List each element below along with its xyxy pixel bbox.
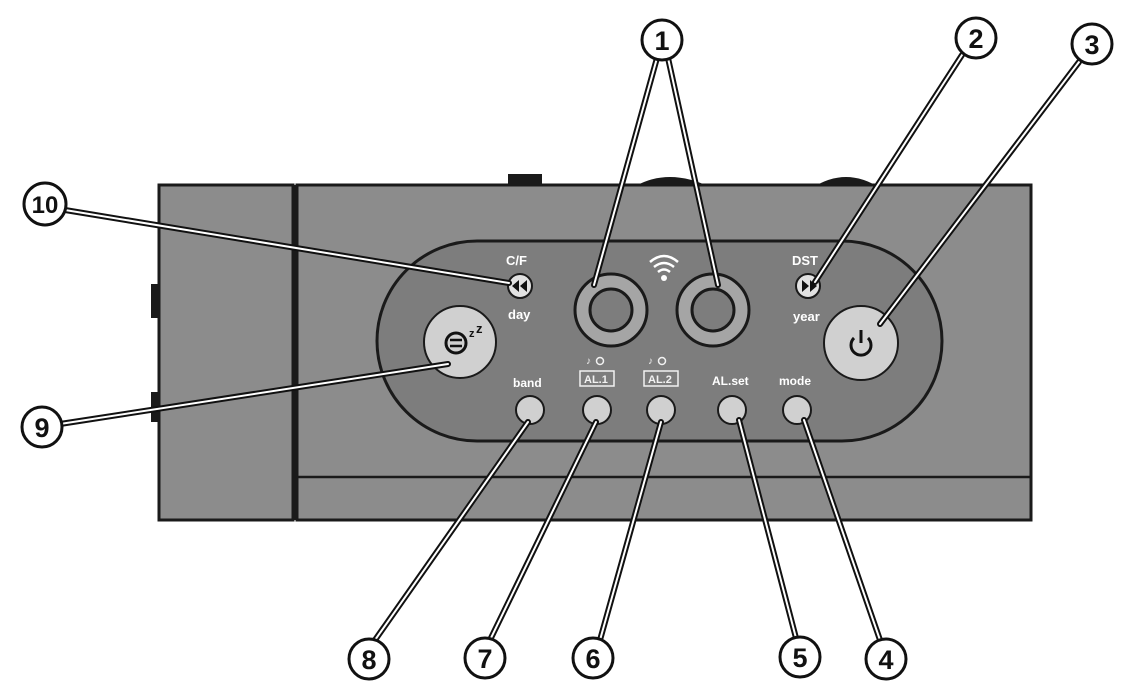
callout-6: 6 <box>571 636 615 680</box>
callout-9: 9 <box>20 405 64 449</box>
cf-label: C/F <box>506 253 527 268</box>
callout-10-number: 10 <box>32 192 59 219</box>
callout-8-number: 8 <box>361 645 376 675</box>
callout-4-number: 4 <box>878 645 893 675</box>
callout-3-number: 3 <box>1084 30 1099 60</box>
callout-5: 5 <box>778 635 822 679</box>
day-label: day <box>508 307 531 322</box>
callout-2: 2 <box>954 16 998 60</box>
svg-text:♪: ♪ <box>648 356 653 367</box>
callout-1: 1 <box>640 18 684 62</box>
callout-7-number: 7 <box>477 644 492 674</box>
svg-text:z: z <box>476 321 483 336</box>
callout-5-number: 5 <box>792 643 807 673</box>
callout-2-number: 2 <box>968 24 983 54</box>
callout-9-number: 9 <box>34 413 49 443</box>
wireless-icon <box>649 254 679 274</box>
callout-7: 7 <box>463 636 507 680</box>
callout-1-number: 1 <box>654 26 669 56</box>
alarm-1-icons: ♪ <box>586 356 605 367</box>
alarm-set-button[interactable] <box>717 395 747 425</box>
rewind-icon <box>512 280 527 292</box>
band-label: band <box>513 376 542 390</box>
snooze-button[interactable] <box>423 305 497 379</box>
callout-4: 4 <box>864 637 908 681</box>
snooze-icon: z z <box>444 321 483 355</box>
left-knob-inner <box>588 287 634 333</box>
leader-lines <box>57 52 1082 643</box>
year-label: year <box>793 309 820 324</box>
callout-3: 3 <box>1070 22 1114 66</box>
wireless-dot <box>661 275 667 281</box>
callout-10: 10 <box>22 181 68 227</box>
power-icon <box>849 330 873 357</box>
callout-8: 8 <box>347 637 391 681</box>
svg-text:z: z <box>469 328 475 340</box>
alarm-2-icons: ♪ <box>648 356 667 367</box>
al1-label-box <box>579 370 615 387</box>
al1-label: AL.1 <box>584 374 608 386</box>
al2-label-box <box>643 370 679 387</box>
al-set-label: AL.set <box>712 374 749 388</box>
svg-text:♪: ♪ <box>586 356 591 367</box>
dst-label: DST <box>792 253 818 268</box>
side-clip-top <box>151 284 160 318</box>
right-knob-inner <box>690 287 736 333</box>
al2-label: AL.2 <box>648 374 672 386</box>
callout-6-number: 6 <box>585 644 600 674</box>
mode-label: mode <box>779 374 811 388</box>
